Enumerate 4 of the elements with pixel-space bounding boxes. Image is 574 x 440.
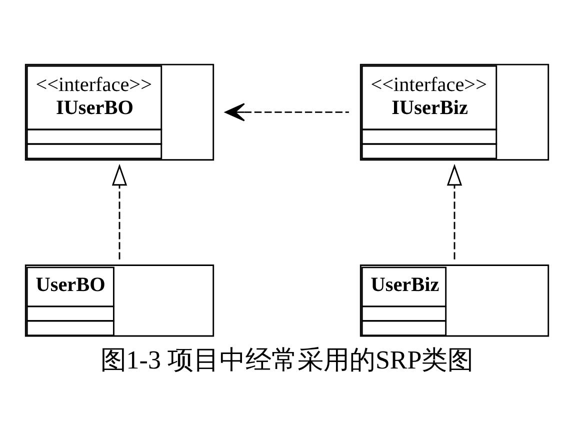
caption: 图1-3 项目中经常采用的SRP类图 — [100, 344, 474, 374]
arrow — [446, 163, 462, 259]
arrow — [224, 102, 349, 121]
arrow — [112, 163, 128, 259]
